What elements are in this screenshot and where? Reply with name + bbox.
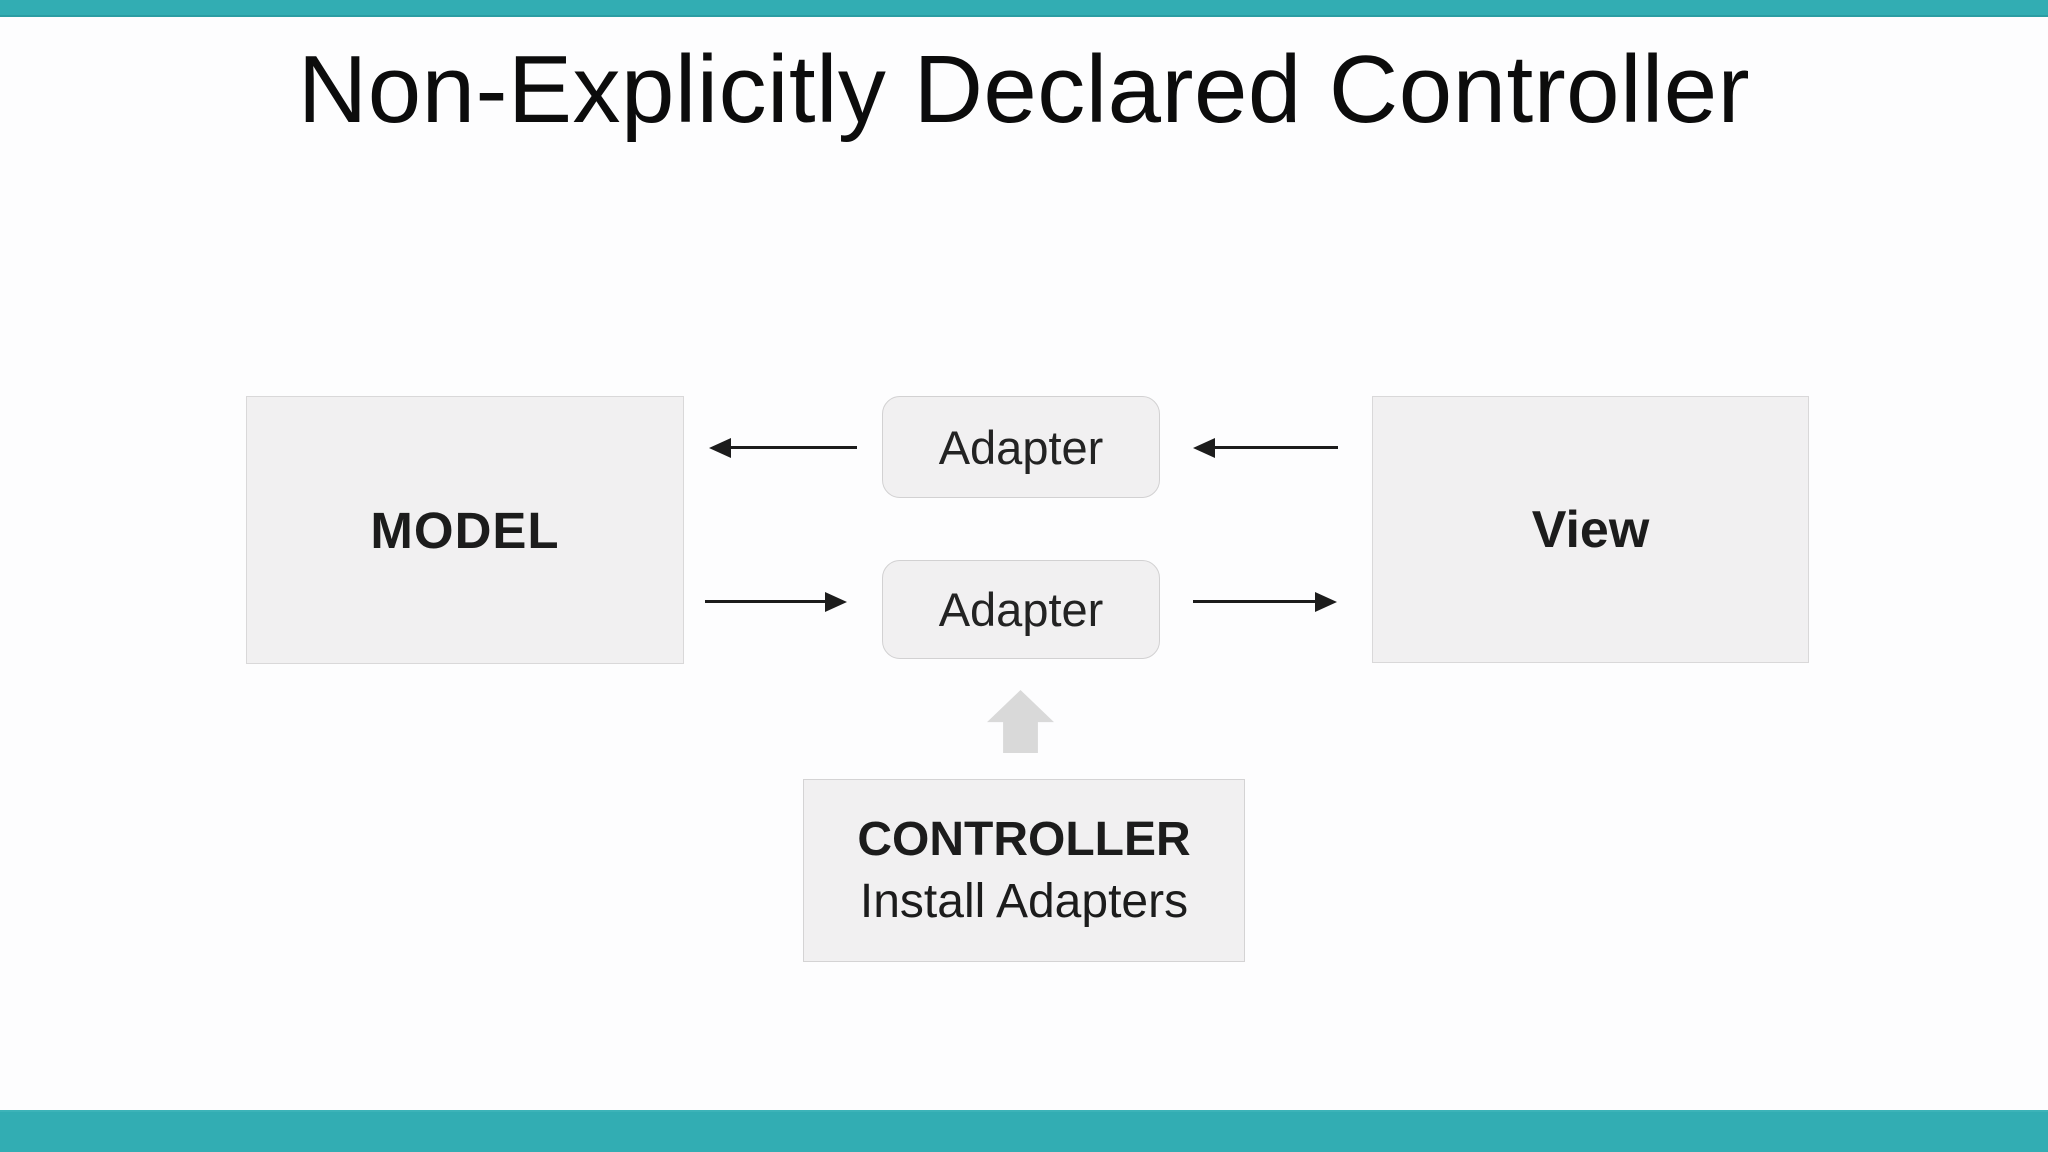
model-label: MODEL: [370, 501, 560, 559]
arrow-model-to-adapter-icon: [705, 600, 825, 603]
arrow-adapter-to-model-icon: [731, 446, 857, 449]
top-accent-bar: [0, 0, 2048, 17]
adapter-top-label: Adapter: [938, 420, 1104, 474]
view-box: View: [1372, 396, 1809, 663]
slide-title: Non-Explicitly Declared Controller: [297, 36, 1751, 143]
adapter-top-box: Adapter: [882, 396, 1160, 498]
bottom-accent-bar: [0, 1110, 2048, 1152]
arrow-view-to-adapter-icon: [1215, 446, 1338, 449]
controller-subtitle: Install Adapters: [859, 874, 1189, 928]
model-box: MODEL: [246, 396, 684, 664]
up-block-arrow-icon: [987, 690, 1054, 753]
arrow-adapter-to-view-icon: [1193, 600, 1315, 603]
adapter-bottom-box: Adapter: [882, 560, 1160, 659]
controller-title: CONTROLLER: [857, 813, 1191, 867]
view-label: View: [1531, 500, 1650, 559]
adapter-bottom-label: Adapter: [938, 583, 1104, 636]
controller-box: CONTROLLER Install Adapters: [803, 779, 1245, 962]
